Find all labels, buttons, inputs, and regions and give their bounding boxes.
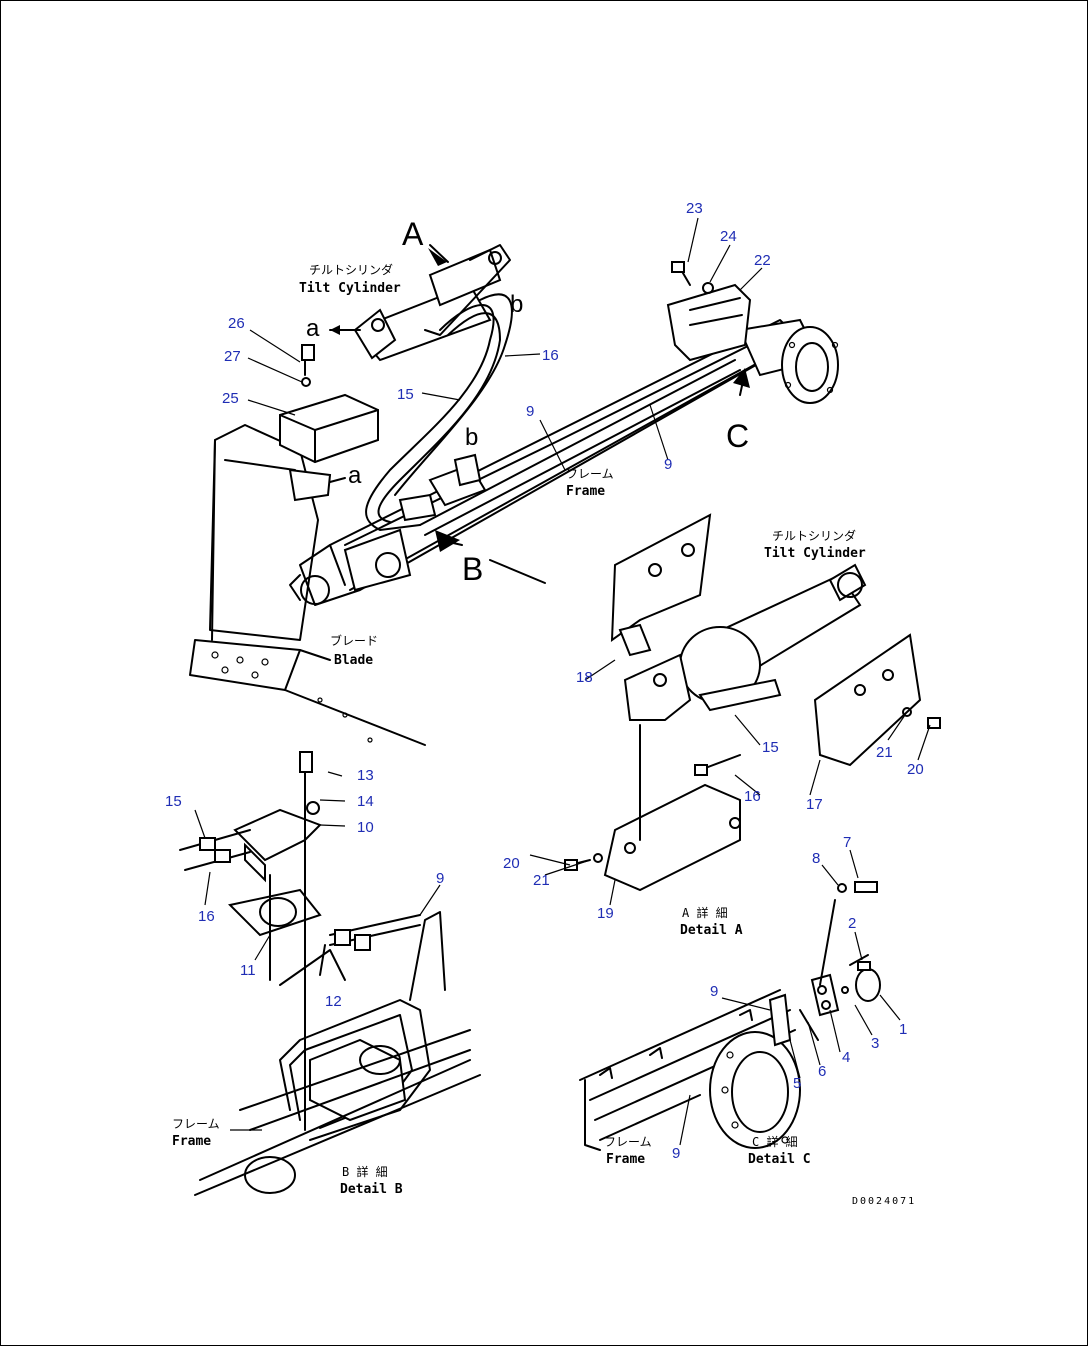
label-detail-c-jp: C 詳 細 bbox=[752, 1134, 798, 1149]
callout-10: 10 bbox=[357, 819, 374, 836]
label-frame-c-jp: フレーム bbox=[604, 1135, 652, 1149]
tilt-cylinder bbox=[353, 244, 511, 362]
callout-11: 11 bbox=[240, 962, 256, 979]
label-tilt-cylinder-jp: チルトシリンダ bbox=[309, 262, 393, 277]
frame-arm bbox=[289, 261, 839, 606]
callout-25: 25 bbox=[222, 390, 239, 407]
label-frame-c-en: Frame bbox=[606, 1152, 645, 1167]
callout-7: 7 bbox=[843, 834, 851, 851]
label-blade-jp: ブレード bbox=[330, 633, 378, 648]
callout-numbers: 23 24 22 26 27 25 15 16 9 9 18 15 16 17 … bbox=[165, 200, 924, 1162]
label-tilt-cylinder2-jp: チルトシリンダ bbox=[772, 528, 856, 543]
callout-9-detail-c-a: 9 bbox=[710, 983, 718, 1000]
callout-16-detail-b: 16 bbox=[198, 908, 215, 925]
callout-15-detail-a: 15 bbox=[762, 739, 779, 756]
callout-26: 26 bbox=[228, 315, 245, 332]
callout-4: 4 bbox=[842, 1049, 850, 1066]
label-blade-en: Blade bbox=[334, 653, 373, 668]
blade-assembly bbox=[189, 424, 426, 746]
callout-22: 22 bbox=[754, 252, 771, 269]
callout-12: 12 bbox=[325, 993, 342, 1010]
label-detail-a-jp: A 詳 細 bbox=[682, 905, 728, 920]
callout-3: 3 bbox=[871, 1035, 879, 1052]
callout-15-detail-b: 15 bbox=[165, 793, 182, 810]
callout-9-main-b: 9 bbox=[664, 456, 672, 473]
callout-23: 23 bbox=[686, 200, 703, 217]
label-tilt-cylinder2-en: Tilt Cylinder bbox=[764, 546, 866, 561]
drawing-code: D0024071 bbox=[852, 1196, 916, 1207]
callout-9-detail-c-b: 9 bbox=[672, 1145, 680, 1162]
detail-b bbox=[179, 751, 481, 1196]
callout-14: 14 bbox=[357, 793, 374, 810]
callout-24: 24 bbox=[720, 228, 737, 245]
marker-b-upper: b bbox=[510, 291, 523, 318]
callout-16-main: 16 bbox=[542, 347, 559, 364]
cover-25 bbox=[279, 344, 379, 502]
view-arrows bbox=[329, 244, 750, 584]
view-marker-c: C bbox=[726, 418, 749, 454]
callout-5: 5 bbox=[793, 1075, 801, 1092]
label-frame-b-en: Frame bbox=[172, 1134, 211, 1149]
label-frame-b-jp: フレーム bbox=[172, 1117, 220, 1131]
callout-18: 18 bbox=[576, 669, 593, 686]
leader-lines-main bbox=[247, 217, 763, 471]
label-tilt-cylinder-en: Tilt Cylinder bbox=[299, 281, 401, 296]
view-marker-a: A bbox=[402, 216, 424, 252]
marker-b-lower: b bbox=[465, 424, 478, 451]
callout-19: 19 bbox=[597, 905, 614, 922]
marker-a-upper: a bbox=[306, 315, 320, 342]
marker-a-lower: a bbox=[348, 462, 362, 489]
callout-6: 6 bbox=[818, 1063, 826, 1080]
view-markers: A C B a a b b bbox=[306, 216, 749, 587]
callout-9-main-a: 9 bbox=[526, 403, 534, 420]
label-detail-b-en: Detail B bbox=[340, 1182, 403, 1197]
label-detail-a-en: Detail A bbox=[680, 923, 743, 938]
label-detail-c-en: Detail C bbox=[748, 1152, 811, 1167]
callout-16-detail-a: 16 bbox=[744, 788, 761, 805]
callout-20-right: 20 bbox=[907, 761, 924, 778]
label-frame-jp: フレーム bbox=[566, 467, 614, 481]
detail-a bbox=[529, 513, 941, 906]
callout-15-main: 15 bbox=[397, 386, 414, 403]
label-frame-en: Frame bbox=[566, 484, 605, 499]
detail-c bbox=[579, 849, 901, 1151]
callout-8: 8 bbox=[812, 850, 820, 867]
callout-21-right: 21 bbox=[876, 744, 893, 761]
view-marker-b: B bbox=[462, 551, 483, 587]
callout-9-detail-b: 9 bbox=[436, 870, 444, 887]
callout-2: 2 bbox=[848, 915, 856, 932]
callout-27: 27 bbox=[224, 348, 241, 365]
callout-1: 1 bbox=[899, 1021, 907, 1038]
part-labels: チルトシリンダ Tilt Cylinder フレーム Frame ブレード Bl… bbox=[172, 262, 916, 1207]
hose-routing bbox=[365, 293, 741, 536]
callout-21-left: 21 bbox=[533, 872, 550, 889]
callout-17: 17 bbox=[806, 796, 823, 813]
callout-13: 13 bbox=[357, 767, 374, 784]
label-detail-b-jp: B 詳 細 bbox=[342, 1164, 388, 1179]
callout-20-left: 20 bbox=[503, 855, 520, 872]
